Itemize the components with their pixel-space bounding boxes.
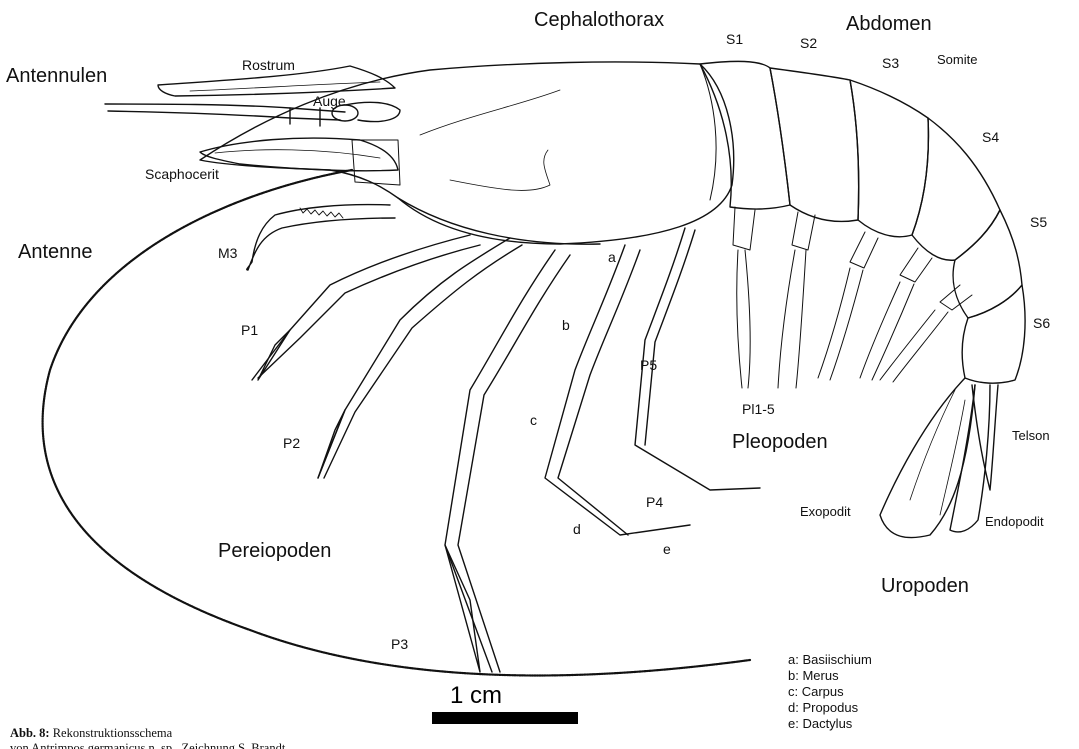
scaphocerite-inner — [215, 150, 380, 158]
maxilliped-spines — [300, 208, 343, 218]
antennule-upper — [105, 104, 345, 112]
pereiopod-p3 — [445, 250, 570, 672]
carapace-groove-2 — [450, 150, 550, 190]
label-p1: P1 — [241, 323, 258, 337]
figure-caption: Abb. 8: Rekonstruktionsschema von Antrim… — [10, 726, 285, 749]
abdomen-s6 — [962, 285, 1025, 383]
pleopod-2 — [778, 212, 815, 388]
label-somite: Somite — [937, 53, 977, 66]
label-a: a — [608, 250, 616, 264]
antennule-lower — [108, 111, 340, 120]
label-antenne: Antenne — [18, 242, 93, 262]
abdomen-s3 — [850, 80, 928, 237]
pereiopod-p2 — [318, 238, 522, 478]
label-s5: S5 — [1030, 215, 1047, 229]
antenna-flagellum — [43, 170, 750, 675]
caption-line2: von Antrimpos germanicus n. sp., Zeichnu… — [10, 741, 285, 749]
label-cephalothorax: Cephalothorax — [534, 10, 664, 30]
abdomen-s2 — [770, 68, 859, 221]
label-p4: P4 — [646, 495, 663, 509]
rostrum-inner — [190, 82, 380, 91]
label-auge: Auge — [313, 94, 346, 108]
pleopod-3 — [818, 232, 878, 380]
legend-item: b: Merus — [788, 668, 872, 684]
label-antennulen: Antennulen — [6, 66, 107, 86]
label-pereiopoden: Pereiopoden — [218, 541, 331, 561]
label-b: b — [562, 318, 570, 332]
label-c: c — [530, 413, 537, 427]
label-s6: S6 — [1033, 316, 1050, 330]
label-p2: P2 — [283, 436, 300, 450]
label-pl15: Pl1-5 — [742, 402, 775, 416]
pleopods — [733, 207, 972, 388]
label-pleopoden: Pleopoden — [732, 432, 828, 452]
scaphocerite — [200, 138, 398, 171]
label-endopodit: Endopodit — [985, 515, 1044, 528]
label-s2: S2 — [800, 36, 817, 50]
label-p5: P5 — [640, 358, 657, 372]
uropod-endopodit — [950, 385, 990, 532]
scale-label: 1 cm — [450, 682, 502, 710]
label-s1: S1 — [726, 32, 743, 46]
p2-chela — [318, 410, 345, 478]
label-m3: M3 — [218, 246, 237, 260]
scale-bar — [432, 712, 578, 724]
antennule-base — [290, 108, 320, 126]
uropod-exopodit — [880, 378, 975, 538]
pleopod-4 — [860, 248, 932, 380]
pereiopod-p4 — [545, 245, 690, 535]
label-abdomen: Abdomen — [846, 14, 932, 34]
label-scaphocerit: Scaphocerit — [145, 167, 219, 181]
label-p3: P3 — [391, 637, 408, 651]
legend: a: Basiischium b: Merus c: Carpus d: Pro… — [788, 652, 872, 732]
pleopod-1 — [733, 207, 755, 388]
maxilliped-m3 — [247, 205, 395, 270]
abdomen-s1 — [700, 61, 790, 209]
carapace-outline — [200, 62, 734, 244]
legend-item: d: Propodus — [788, 700, 872, 716]
label-d: d — [573, 522, 581, 536]
carapace-margin — [398, 198, 600, 244]
caption-line1: Rekonstruktionsschema — [50, 726, 173, 740]
legend-item: a: Basiischium — [788, 652, 872, 668]
p3-chela — [445, 545, 480, 672]
p1-chela — [258, 330, 290, 380]
label-exopodit: Exopodit — [800, 505, 851, 518]
legend-item: e: Dactylus — [788, 716, 872, 732]
carapace-rear-line — [700, 64, 716, 200]
legend-item: c: Carpus — [788, 684, 872, 700]
label-e: e — [663, 542, 671, 556]
label-s4: S4 — [982, 130, 999, 144]
label-rostrum: Rostrum — [242, 58, 295, 72]
label-s3: S3 — [882, 56, 899, 70]
label-uropoden: Uropoden — [881, 576, 969, 596]
caption-number: Abb. 8: — [10, 726, 50, 740]
carapace-groove — [420, 90, 560, 135]
label-telson: Telson — [1012, 429, 1050, 442]
pereiopod-p1 — [252, 235, 480, 380]
